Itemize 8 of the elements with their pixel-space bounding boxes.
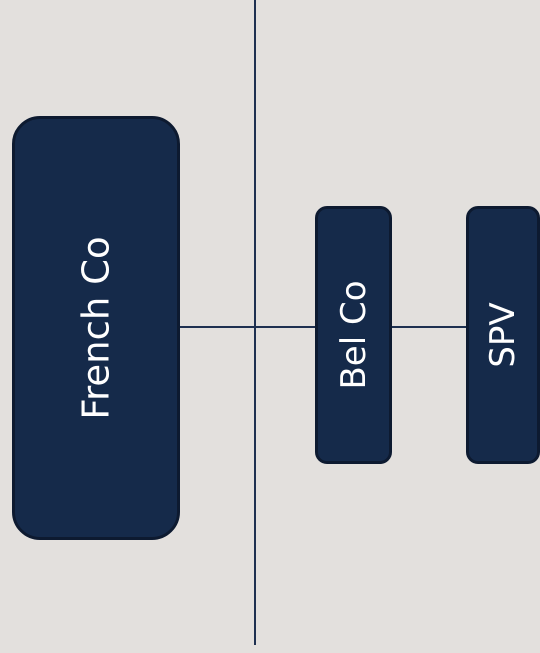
entity-box [315, 206, 392, 464]
entity-name: Bel Co [334, 280, 374, 390]
entity-box [12, 116, 180, 540]
entity-name: SPV [483, 302, 523, 368]
entity-name: French Co [74, 236, 118, 420]
connector-line [180, 326, 315, 328]
entity-box [466, 206, 540, 464]
connector-line [392, 326, 466, 328]
